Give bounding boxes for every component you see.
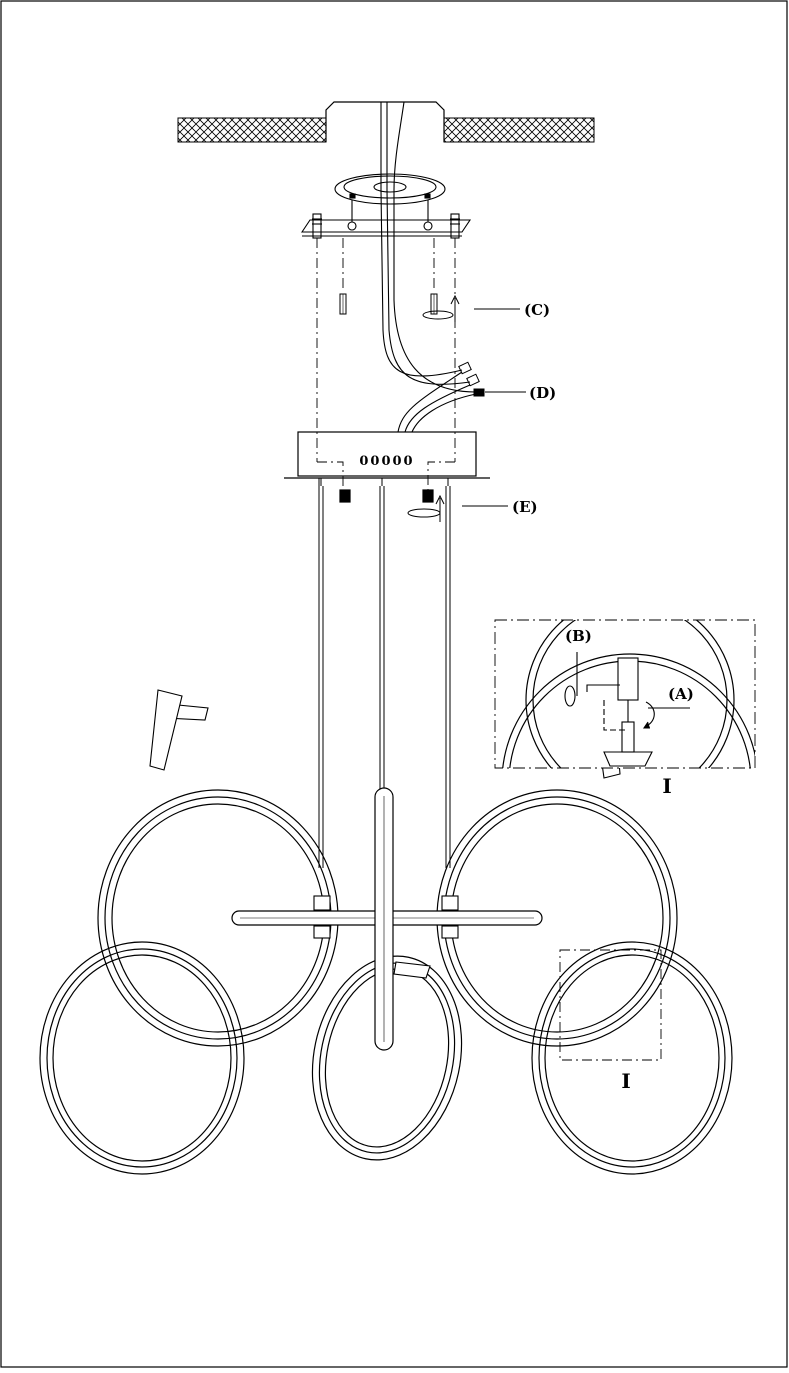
mounting-bar (300, 213, 472, 239)
detail-marker-inset: I (662, 774, 671, 798)
ceiling (177, 101, 595, 143)
junction-box (284, 431, 490, 503)
fixture-wires (397, 371, 477, 433)
callout-b: (B) (565, 627, 592, 645)
rotate-arrow-c-icon (422, 294, 460, 322)
ring-clamps (313, 895, 459, 939)
callout-d: (D) (529, 384, 556, 402)
suspension-cables (318, 478, 451, 868)
ring-lower-right (531, 941, 733, 1175)
detail-marker: I (621, 1069, 630, 1093)
connector-block: 00000 (359, 454, 414, 469)
callout-c: (C) (524, 301, 550, 319)
canopy-plate (334, 173, 446, 222)
supply-wires (380, 101, 477, 393)
callout-a: (A) (668, 685, 694, 703)
detail-region-box (559, 949, 662, 1061)
rotate-arrow-e-icon (407, 494, 445, 522)
alignment-guides (316, 238, 456, 490)
callout-e: (E) (512, 498, 538, 516)
central-tube (374, 787, 394, 1051)
ring-lower-left (39, 941, 245, 1175)
wire-connectors (458, 361, 485, 397)
screw-anchor-left (339, 293, 347, 315)
detail-inset: (B) (A) I (494, 619, 756, 798)
